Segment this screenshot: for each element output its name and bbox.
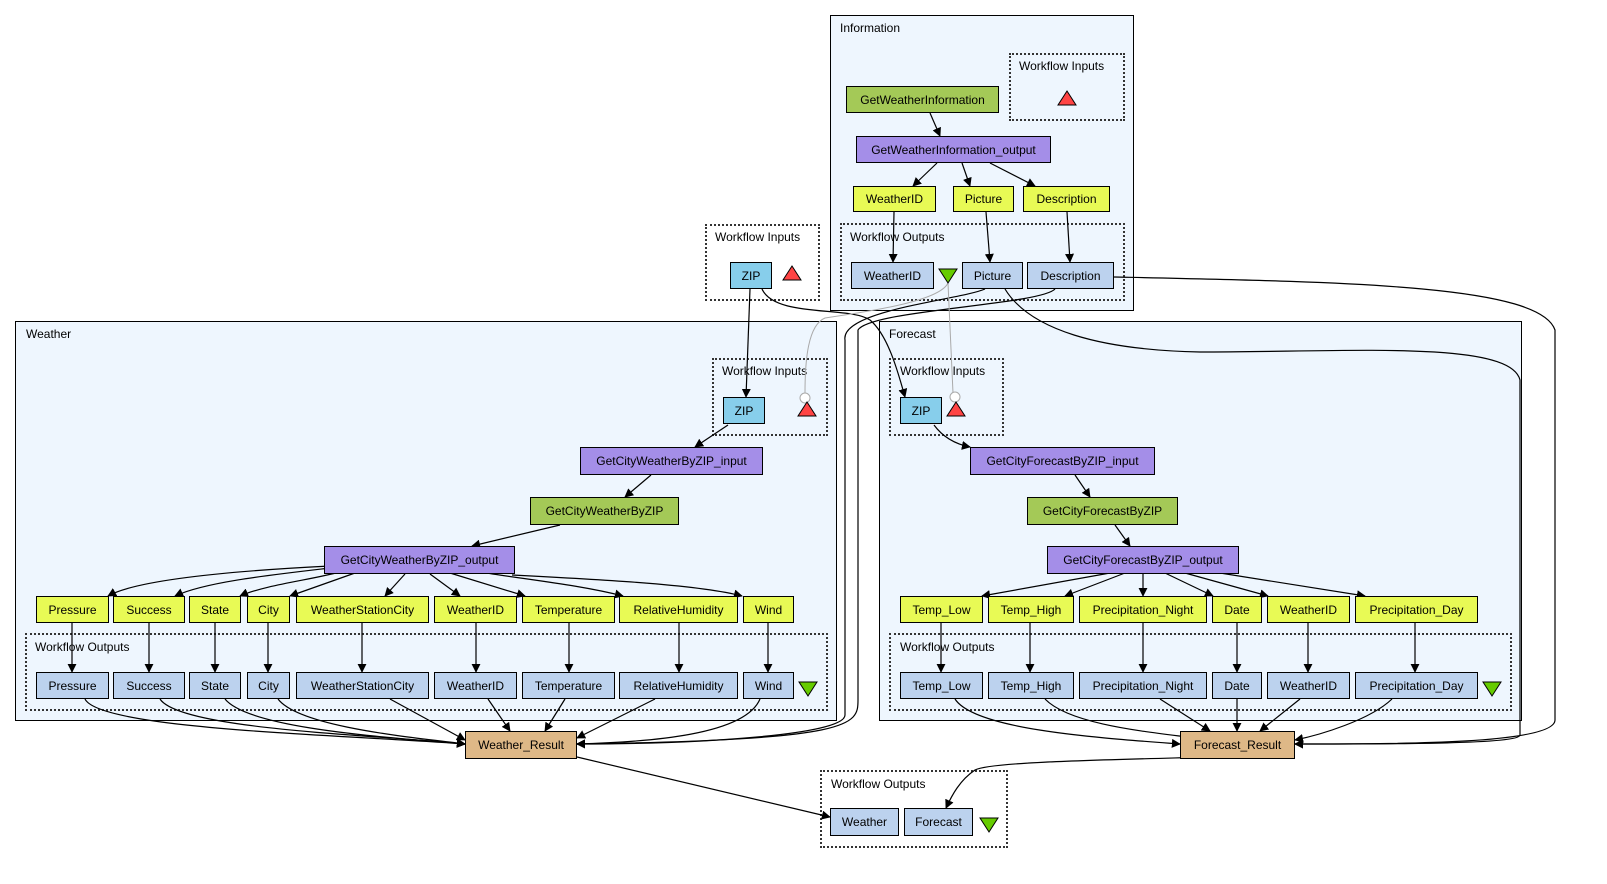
final-output-triangle-icon: [979, 817, 999, 833]
weather-output-wind-node[interactable]: Wind: [743, 672, 794, 699]
weather-output-success-node[interactable]: Success: [113, 672, 185, 699]
get-weather-information-output-node[interactable]: GetWeatherInformation_output: [856, 136, 1051, 163]
weather-success-node[interactable]: Success: [113, 596, 185, 623]
weather-state-node[interactable]: State: [189, 596, 241, 623]
forecast-input-port-node[interactable]: GetCityForecastByZIP_input: [970, 447, 1155, 475]
weather-outputs-label: Workflow Outputs: [35, 640, 130, 654]
info-picture-node[interactable]: Picture: [953, 186, 1014, 212]
weather-processor-node[interactable]: GetCityWeatherByZIP: [530, 497, 679, 525]
forecast-output-temp-high-node[interactable]: Temp_High: [988, 672, 1074, 699]
info-weatherid-node[interactable]: WeatherID: [853, 186, 936, 212]
forecast-date-node[interactable]: Date: [1212, 596, 1262, 623]
info-output-description-node[interactable]: Description: [1027, 262, 1114, 289]
top-input-triangle-icon: [782, 265, 802, 281]
information-inputs-label: Workflow Inputs: [1019, 59, 1105, 73]
information-outputs-label: Workflow Outputs: [850, 230, 945, 244]
forecast-output-date-node[interactable]: Date: [1212, 672, 1262, 699]
forecast-temp-high-node[interactable]: Temp_High: [988, 596, 1074, 623]
forecast-output-temp-low-node[interactable]: Temp_Low: [900, 672, 983, 699]
forecast-input-triangle-icon: [946, 401, 966, 417]
forecast-processor-node[interactable]: GetCityForecastByZIP: [1027, 497, 1178, 525]
final-forecast-output-node[interactable]: Forecast: [904, 808, 973, 836]
get-weather-information-node[interactable]: GetWeatherInformation: [846, 86, 999, 113]
final-outputs-label: Workflow Outputs: [831, 777, 926, 791]
weather-output-temperature-node[interactable]: Temperature: [522, 672, 615, 699]
weather-output-station-city-node[interactable]: WeatherStationCity: [296, 672, 429, 699]
information-cluster-title: Information: [840, 21, 901, 35]
information-output-triangle-icon: [938, 268, 958, 284]
edge: [576, 756, 831, 820]
forecast-outputs-label: Workflow Outputs: [900, 640, 995, 654]
info-output-weatherid-node[interactable]: WeatherID: [851, 262, 934, 289]
weather-output-state-node[interactable]: State: [189, 672, 241, 699]
forecast-weatherid-node[interactable]: WeatherID: [1267, 596, 1350, 623]
weather-result-node[interactable]: Weather_Result: [465, 731, 577, 759]
forecast-temp-low-node[interactable]: Temp_Low: [900, 596, 983, 623]
forecast-output-precip-day-node[interactable]: Precipitation_Day: [1355, 672, 1478, 699]
weather-cluster-title: Weather: [26, 327, 72, 341]
weather-station-city-node[interactable]: WeatherStationCity: [296, 596, 429, 623]
weather-temperature-node[interactable]: Temperature: [522, 596, 615, 623]
weather-output-humidity-node[interactable]: RelativeHumidity: [619, 672, 738, 699]
top-inputs-label: Workflow Inputs: [715, 230, 801, 244]
information-cluster: [830, 15, 1134, 311]
weather-input-triangle-icon: [797, 401, 817, 417]
forecast-output-port-node[interactable]: GetCityForecastByZIP_output: [1047, 546, 1239, 574]
weather-wind-node[interactable]: Wind: [743, 596, 794, 623]
weather-output-weatherid-node[interactable]: WeatherID: [434, 672, 517, 699]
info-output-picture-node[interactable]: Picture: [962, 262, 1023, 289]
forecast-result-node[interactable]: Forecast_Result: [1180, 731, 1295, 759]
final-weather-output-node[interactable]: Weather: [830, 808, 899, 836]
forecast-output-weatherid-node[interactable]: WeatherID: [1267, 672, 1350, 699]
forecast-output-precip-night-node[interactable]: Precipitation_Night: [1079, 672, 1207, 699]
weather-zip-input-node[interactable]: ZIP: [723, 397, 765, 424]
weather-inputs-label: Workflow Inputs: [722, 364, 808, 378]
information-input-triangle-icon: [1057, 90, 1077, 106]
forecast-output-triangle-icon: [1482, 681, 1502, 697]
weather-city-node[interactable]: City: [247, 596, 290, 623]
information-inputs-box: [1009, 53, 1125, 121]
weather-output-pressure-node[interactable]: Pressure: [36, 672, 109, 699]
weather-weatherid-node[interactable]: WeatherID: [434, 596, 517, 623]
info-description-node[interactable]: Description: [1023, 186, 1110, 212]
weather-output-port-node[interactable]: GetCityWeatherByZIP_output: [324, 546, 515, 574]
weather-humidity-node[interactable]: RelativeHumidity: [619, 596, 738, 623]
top-zip-input-node[interactable]: ZIP: [730, 262, 772, 289]
forecast-inputs-label: Workflow Inputs: [900, 364, 986, 378]
forecast-precip-day-node[interactable]: Precipitation_Day: [1355, 596, 1478, 623]
weather-pressure-node[interactable]: Pressure: [36, 596, 109, 623]
weather-output-triangle-icon: [798, 681, 818, 697]
weather-output-city-node[interactable]: City: [247, 672, 290, 699]
forecast-precip-night-node[interactable]: Precipitation_Night: [1079, 596, 1207, 623]
forecast-zip-input-node[interactable]: ZIP: [900, 397, 942, 424]
weather-input-port-node[interactable]: GetCityWeatherByZIP_input: [580, 447, 763, 475]
forecast-cluster-title: Forecast: [889, 327, 936, 341]
